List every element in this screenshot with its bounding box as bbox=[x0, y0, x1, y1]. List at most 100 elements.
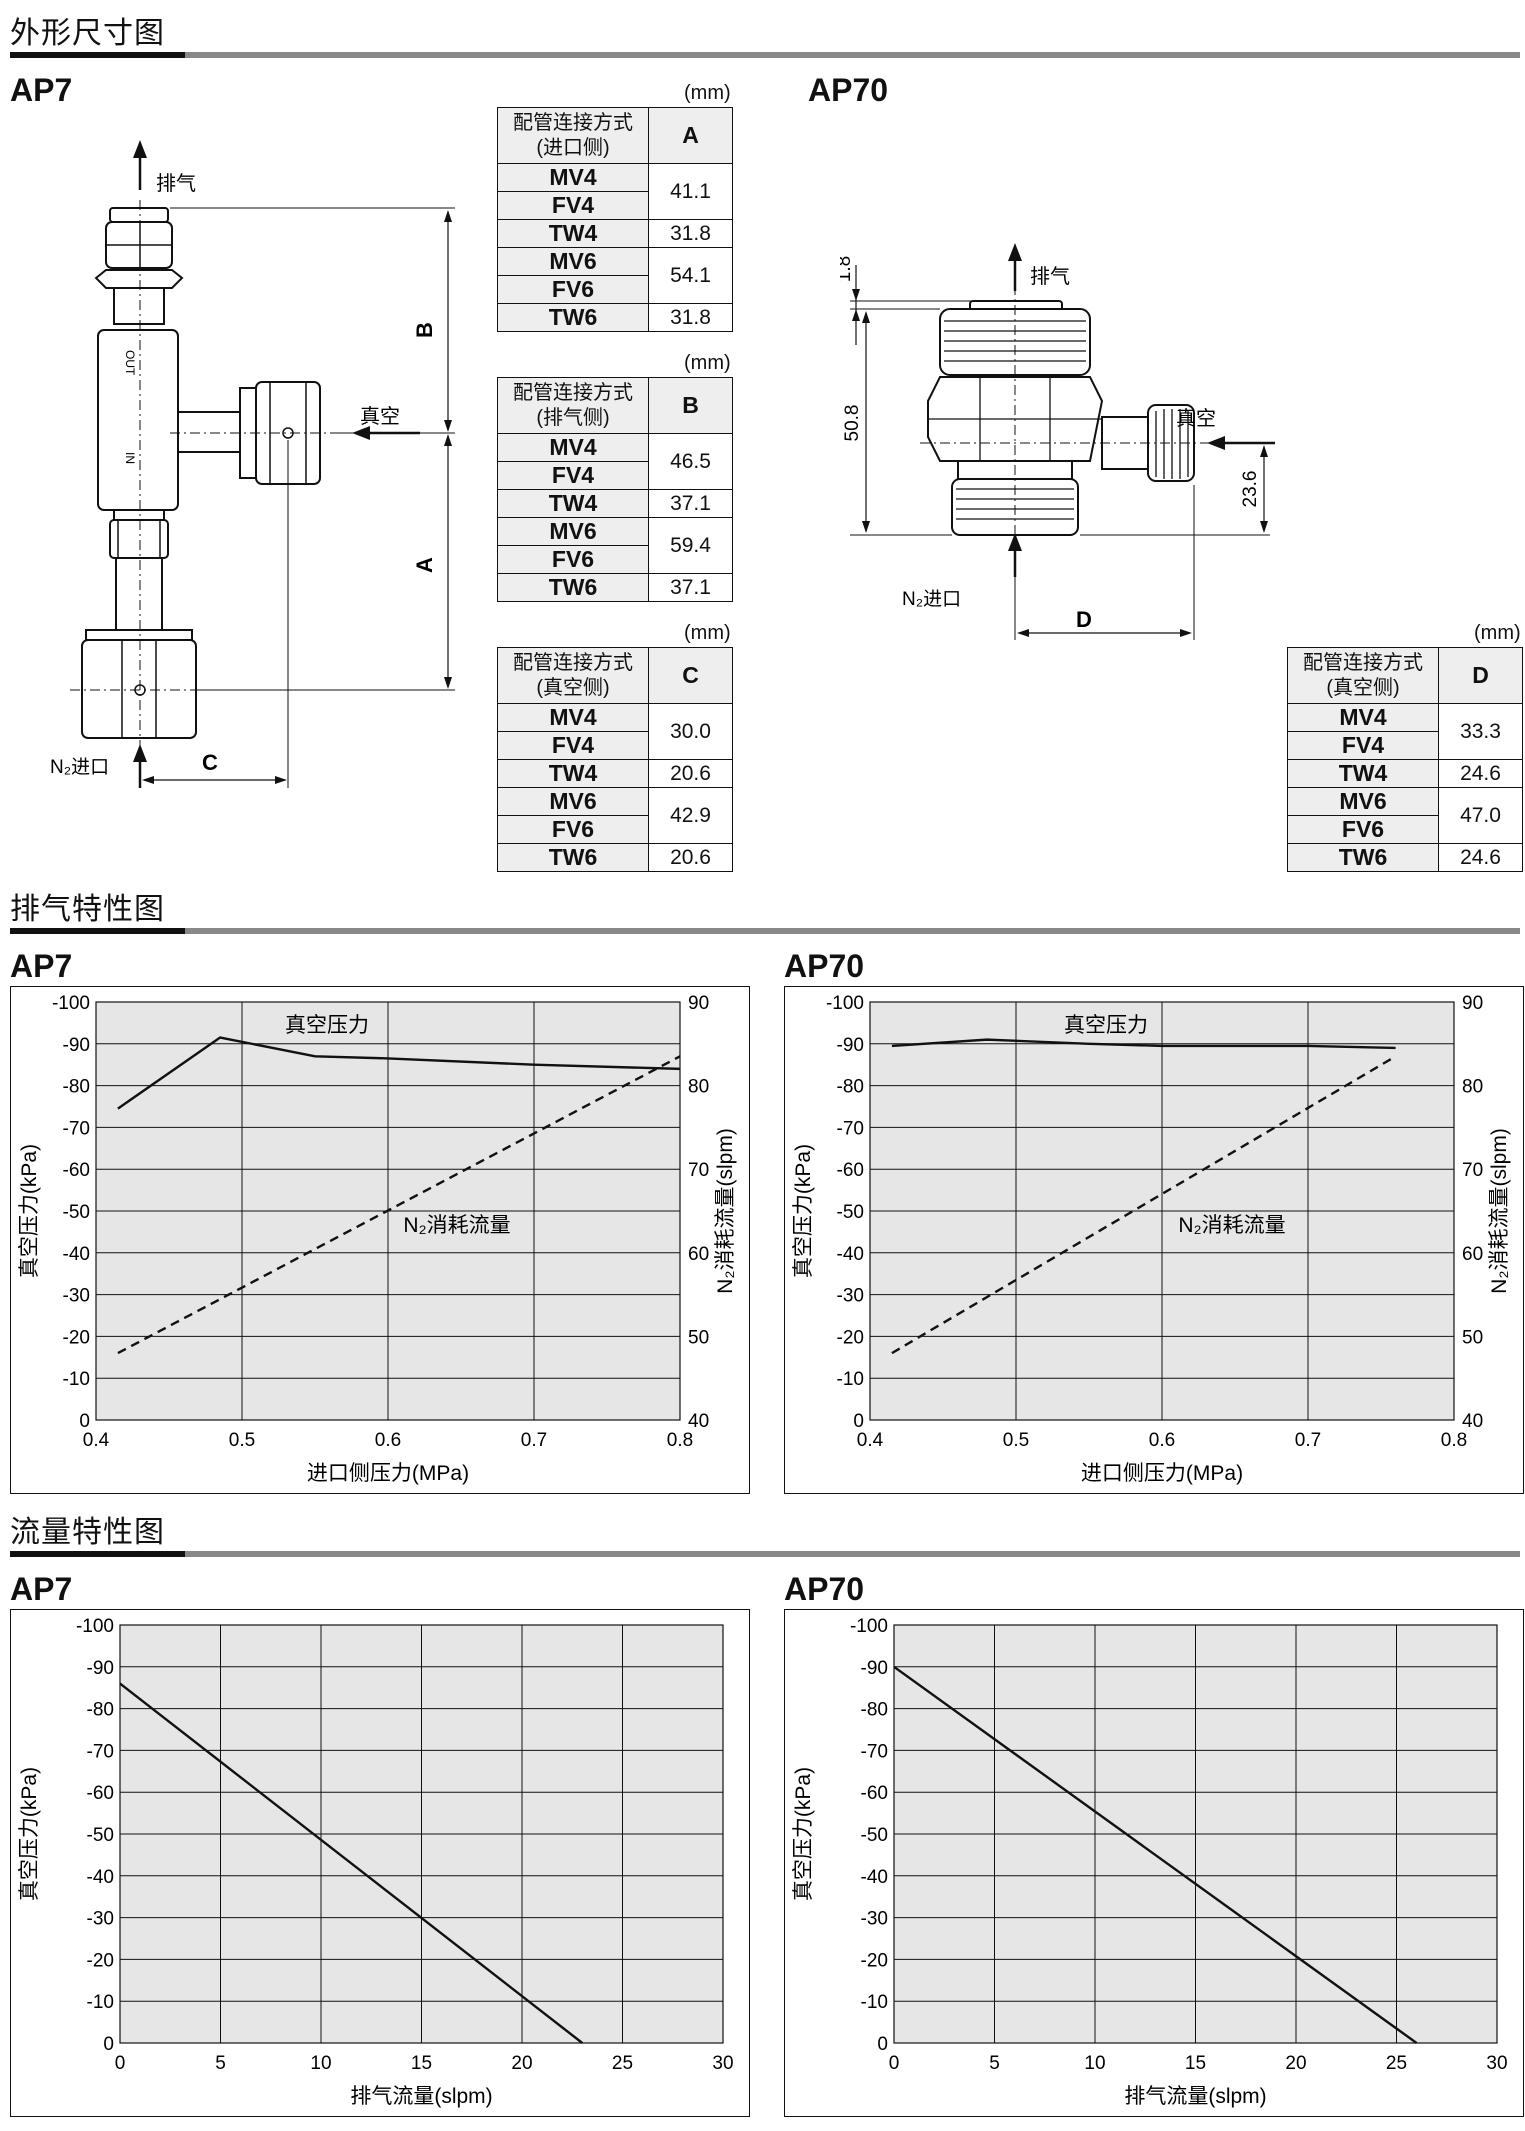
table-type-cell: MV4 bbox=[497, 703, 649, 732]
x-tick-label: 15 bbox=[411, 2053, 432, 2074]
model-label-ap7-exhaust: AP7 bbox=[10, 948, 73, 984]
vacuum-series-line bbox=[893, 1665, 1418, 2044]
y-tick-label: -60 bbox=[837, 1160, 864, 1181]
y2-tick-label: 80 bbox=[688, 1077, 709, 1098]
table-header-line: 配管连接方式 bbox=[513, 381, 633, 404]
table-c-unit: (mm) bbox=[684, 622, 731, 644]
table-value-cell: 30.0 bbox=[648, 703, 733, 760]
y-tick-label: -100 bbox=[850, 1616, 888, 1637]
x-tick-label: 20 bbox=[511, 2053, 532, 2074]
x-tick-label: 0.4 bbox=[83, 1430, 110, 1451]
y2-tick-label: 80 bbox=[1462, 1077, 1483, 1098]
x-tick-label: 15 bbox=[1185, 2053, 1206, 2074]
table-row: FV4 bbox=[497, 191, 733, 220]
x-tick-label: 0.7 bbox=[521, 1430, 547, 1451]
table-type-cell: MV4 bbox=[1287, 703, 1439, 732]
table-header-line: (排气侧) bbox=[536, 406, 610, 429]
vacuum-series-line bbox=[117, 1036, 681, 1110]
vacuum-series-line bbox=[891, 1038, 1396, 1050]
ap7-dim-b-label: B bbox=[412, 322, 437, 338]
y-tick-label: -70 bbox=[63, 1118, 90, 1139]
x-tick-label: 10 bbox=[310, 2053, 331, 2074]
ap70-vacuum-label: 真空 bbox=[1176, 407, 1216, 430]
table-value-cell: 20.6 bbox=[648, 759, 733, 788]
n2-series-annotation: N₂消耗流量 bbox=[403, 1214, 510, 1237]
table-row: FV6 bbox=[1287, 815, 1523, 844]
table-value-cell: 46.5 bbox=[648, 433, 733, 490]
table-type-cell: TW4 bbox=[1287, 759, 1439, 788]
y-tick-label: -40 bbox=[837, 1244, 864, 1265]
table-value-cell: 37.1 bbox=[648, 573, 733, 602]
table-type-cell: TW6 bbox=[497, 573, 649, 602]
y-tick-label: -50 bbox=[87, 1825, 114, 1846]
table-header-line: (真空侧) bbox=[536, 676, 610, 699]
y-tick-label: -100 bbox=[76, 1616, 114, 1637]
y-tick-label: -80 bbox=[837, 1077, 864, 1098]
x-tick-label: 5 bbox=[989, 2053, 1000, 2074]
table-value-cell: 31.8 bbox=[648, 219, 733, 248]
table-column-head: A bbox=[648, 107, 733, 164]
table-type-cell: FV4 bbox=[497, 191, 649, 220]
y-tick-label: -80 bbox=[87, 1700, 114, 1721]
y-axis-label: 真空压力(kPa) bbox=[792, 1767, 815, 1901]
table-value-cell: 37.1 bbox=[648, 489, 733, 518]
x-axis-label: 排气流量(slpm) bbox=[1124, 2085, 1266, 2108]
y2-axis-label: N₂消耗流量(slpm) bbox=[1488, 1128, 1511, 1294]
table-header-row: 配管连接方式(真空侧)C bbox=[497, 647, 733, 704]
y2-tick-label: 50 bbox=[688, 1327, 709, 1348]
y-tick-label: -100 bbox=[826, 993, 864, 1014]
ap7-dimension-drawing: 排气 真空 N₂进口 B A C OUT IN bbox=[50, 140, 455, 788]
table-type-cell: TW4 bbox=[497, 219, 649, 248]
table-type-cell: MV4 bbox=[497, 433, 649, 462]
table-type-cell: MV6 bbox=[497, 247, 649, 276]
x-tick-label: 0.5 bbox=[1003, 1430, 1029, 1451]
table-b-unit: (mm) bbox=[684, 352, 731, 374]
x-axis-label: 进口侧压力(MPa) bbox=[1081, 1462, 1243, 1485]
y-tick-label: -30 bbox=[837, 1286, 864, 1307]
table-row: FV6 bbox=[497, 815, 733, 844]
table-type-cell: FV6 bbox=[497, 275, 649, 304]
table-header-line: 配管连接方式 bbox=[513, 111, 633, 134]
y-tick-label: -70 bbox=[861, 1741, 888, 1762]
y-tick-label: -10 bbox=[63, 1369, 90, 1390]
table-type-cell: FV6 bbox=[497, 815, 649, 844]
n2-flow-series-line bbox=[891, 1055, 1397, 1355]
table-column-head: D bbox=[1438, 647, 1523, 704]
section-divider bbox=[10, 52, 1520, 58]
y-tick-label: -70 bbox=[837, 1118, 864, 1139]
vacuum-series-annotation: 真空压力 bbox=[1064, 1014, 1148, 1037]
y2-tick-label: 90 bbox=[688, 993, 709, 1014]
table-header-row: 配管连接方式(进口侧)A bbox=[497, 107, 733, 164]
ap70-exhaust-label: 排气 bbox=[1030, 265, 1070, 288]
y2-tick-label: 40 bbox=[688, 1411, 709, 1432]
y-tick-label: -90 bbox=[87, 1658, 114, 1679]
x-tick-label: 0.6 bbox=[1149, 1430, 1175, 1451]
x-tick-label: 0 bbox=[889, 2053, 900, 2074]
y2-axis-label: N₂消耗流量(slpm) bbox=[714, 1128, 737, 1294]
x-tick-label: 20 bbox=[1285, 2053, 1306, 2074]
ap70-dim-d-label: D bbox=[1076, 607, 1092, 632]
section-divider bbox=[10, 1551, 1520, 1557]
y-tick-label: -30 bbox=[63, 1286, 90, 1307]
x-tick-label: 0 bbox=[115, 2053, 126, 2074]
x-tick-label: 0.4 bbox=[857, 1430, 884, 1451]
table-header-row: 配管连接方式(排气侧)B bbox=[497, 377, 733, 434]
y-tick-label: -40 bbox=[63, 1244, 90, 1265]
y-tick-label: 0 bbox=[853, 1411, 864, 1432]
table-d-unit: (mm) bbox=[1474, 622, 1521, 644]
y-tick-label: -40 bbox=[861, 1867, 888, 1888]
x-axis-label: 排气流量(slpm) bbox=[350, 2085, 492, 2108]
table-type-cell: FV4 bbox=[497, 731, 649, 760]
section-title-flow: 流量特性图 bbox=[10, 1515, 165, 1550]
y-tick-label: -60 bbox=[861, 1783, 888, 1804]
